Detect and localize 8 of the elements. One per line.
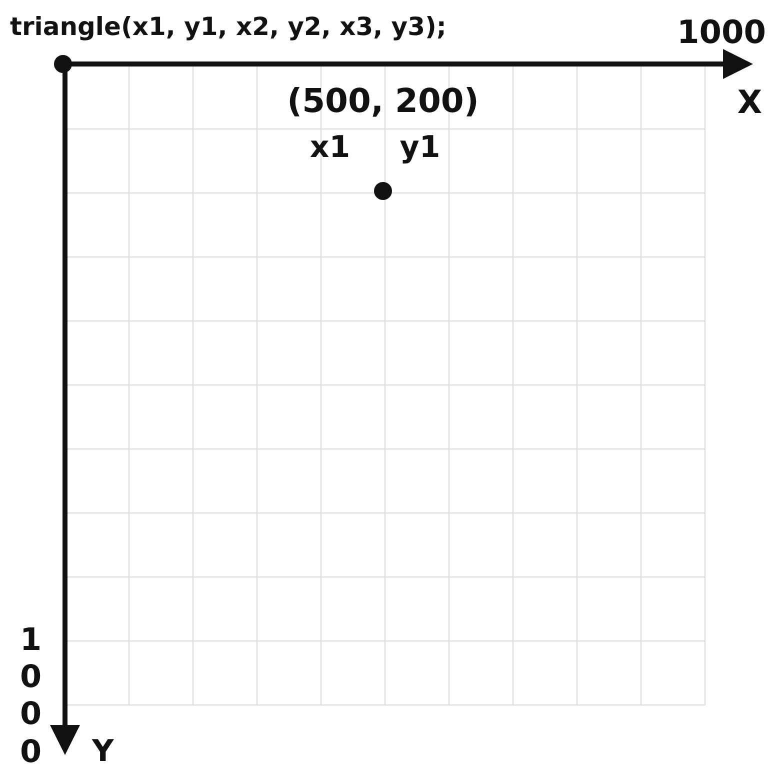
parameter-label: y1 <box>400 133 440 163</box>
axis-label: Y <box>92 737 114 767</box>
coordinate-label: (500, 200) <box>287 84 479 117</box>
axis-max-label: 1000 <box>20 622 43 768</box>
axis-max-label: 1000 <box>676 16 766 48</box>
function-call-text: triangle(x1, y1, x2, y2, x3, y3); <box>10 14 446 39</box>
parameter-label: x1 <box>310 133 350 163</box>
axis-label: X <box>737 86 762 118</box>
